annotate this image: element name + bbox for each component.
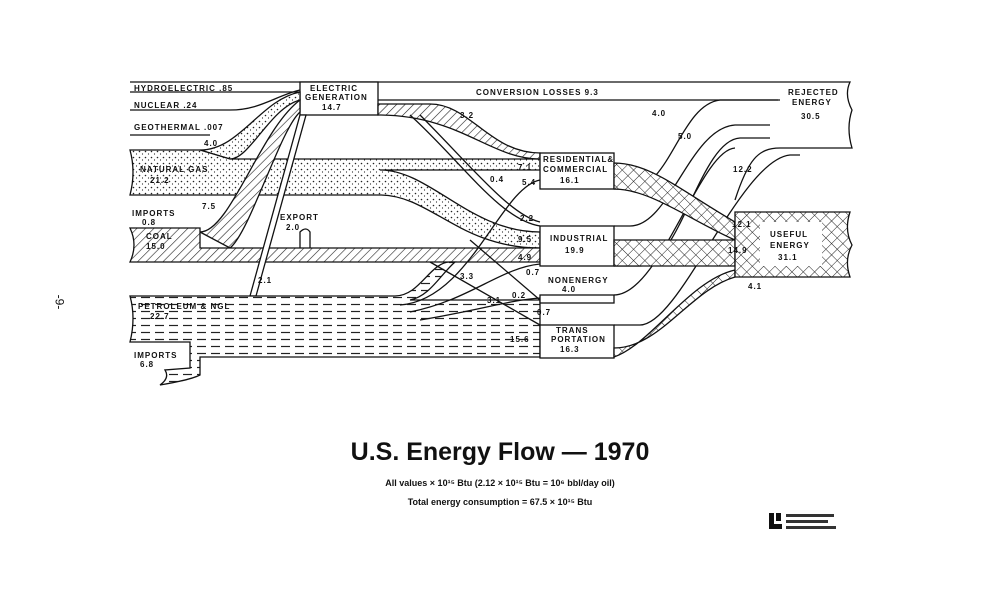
natural-gas-value: 21.2 (150, 176, 170, 185)
rejected-energy-value: 30.5 (801, 112, 821, 121)
rc-useful-value: 12.1 (732, 220, 752, 229)
transportation-label-2: PORTATION (551, 335, 606, 344)
rejected-energy-label-2: ENERGY (792, 98, 832, 107)
transportation-rejected-value: 12.2 (733, 165, 753, 174)
petroleum-to-electric-value: 2.1 (258, 276, 272, 285)
industrial-useful-value: 14.9 (728, 246, 748, 255)
export-flow (299, 228, 311, 248)
transportation-box (539, 324, 615, 359)
electric-to-ind-value: 0.4 (490, 175, 504, 184)
nonenergy-value: 4.0 (562, 285, 576, 294)
residential-commercial-box (539, 152, 615, 190)
natural-gas-band (129, 149, 541, 249)
coal-value: 15.0 (146, 242, 166, 251)
gas-imports-label: IMPORTS (132, 209, 175, 218)
rc-label-2: COMMERCIAL (543, 165, 608, 174)
industrial-value: 19.9 (565, 246, 585, 255)
petroleum-to-rc-value: 5.4 (522, 178, 536, 187)
rc-rejected-value: 4.0 (652, 109, 666, 118)
flow-gas-to-electric (199, 91, 301, 160)
rejected-energy-band (130, 81, 853, 201)
petroleum-imports-value: 6.8 (140, 360, 154, 369)
to-nonenergy-value-b: 0.2 (512, 291, 526, 300)
electric-generation-label-2: GENERATION (305, 93, 368, 102)
hydroelectric-label: HYDROELECTRIC .85 (134, 84, 233, 93)
gas-to-electric-value: 4.0 (204, 139, 218, 148)
nonenergy-bar (539, 294, 615, 304)
coal-label: COAL (146, 232, 173, 241)
coal-to-industrial-value: 4.9 (518, 253, 532, 262)
petroleum-to-industrial-value: 3.3 (460, 272, 474, 281)
gas-imports-value: 0.8 (142, 218, 156, 227)
nuclear-label: NUCLEAR .24 (134, 101, 197, 110)
petroleum-band (129, 261, 541, 386)
petroleum-imports-label: IMPORTS (134, 351, 177, 360)
transportation-useful-value: 4.1 (748, 282, 762, 291)
total-consumption-note: Total energy consumption = 67.5 × 10¹⁵ B… (407, 497, 593, 507)
coal-band (128, 227, 541, 263)
petroleum-to-nonenergy-value: 3.1 (487, 296, 501, 305)
useful-energy-label-2: ENERGY (770, 241, 810, 250)
units-note: All values × 10¹⁵ Btu (2.12 × 10¹⁵ Btu =… (385, 478, 615, 488)
to-nonenergy-value-a: 0.7 (526, 268, 540, 277)
export-value: 2.0 (286, 223, 300, 232)
flow-ind-useful (613, 239, 736, 267)
transportation-label-1: TRANS (556, 326, 589, 335)
gas-to-rc-value: 7.1 (518, 163, 532, 172)
industrial-rejected-value: 5.0 (678, 132, 692, 141)
laboratory-logo (769, 513, 836, 529)
page-number: -9- (52, 294, 67, 310)
electric-generation-label-1: ELECTRIC (310, 84, 358, 93)
petroleum-value: 22.7 (150, 312, 170, 321)
coal-to-electric-value: 7.5 (202, 202, 216, 211)
export-label: EXPORT (280, 213, 319, 222)
transportation-value: 16.3 (560, 345, 580, 354)
nonenergy-label: NONENERGY (548, 276, 609, 285)
geothermal-label: GEOTHERMAL .007 (134, 123, 224, 132)
industrial-label: INDUSTRIAL (550, 234, 608, 243)
petroleum-to-transportation-value: 15.6 (510, 335, 530, 344)
industrial-box (539, 225, 615, 267)
electric-generation-box (299, 81, 379, 116)
natural-gas-label: NATURAL GAS (140, 165, 208, 174)
useful-energy-label-1: USEFUL (770, 230, 808, 239)
rc-label-1: RESIDENTIAL& (543, 155, 614, 164)
electric-to-rc-value: 3.2 (460, 111, 474, 120)
electric-generation-value: 14.7 (322, 103, 342, 112)
flow-coal-to-electric (199, 98, 301, 249)
flow-electric-to-rc (377, 103, 541, 160)
diagram-title: U.S. Energy Flow — 1970 (350, 438, 650, 466)
useful-energy-value: 31.1 (778, 253, 798, 262)
gas-to-industrial-value: 9.5 (518, 235, 532, 244)
flow-trans-useful (613, 269, 736, 358)
to-nonenergy-value-c: 0.7 (537, 308, 551, 317)
conversion-losses-label: CONVERSION LOSSES 9.3 (476, 88, 599, 97)
electric-industrial-value: 2.2 (520, 214, 534, 223)
rejected-energy-label-1: REJECTED (788, 88, 839, 97)
petroleum-label: PETROLEUM & NGL (138, 302, 230, 311)
rc-value: 16.1 (560, 176, 580, 185)
